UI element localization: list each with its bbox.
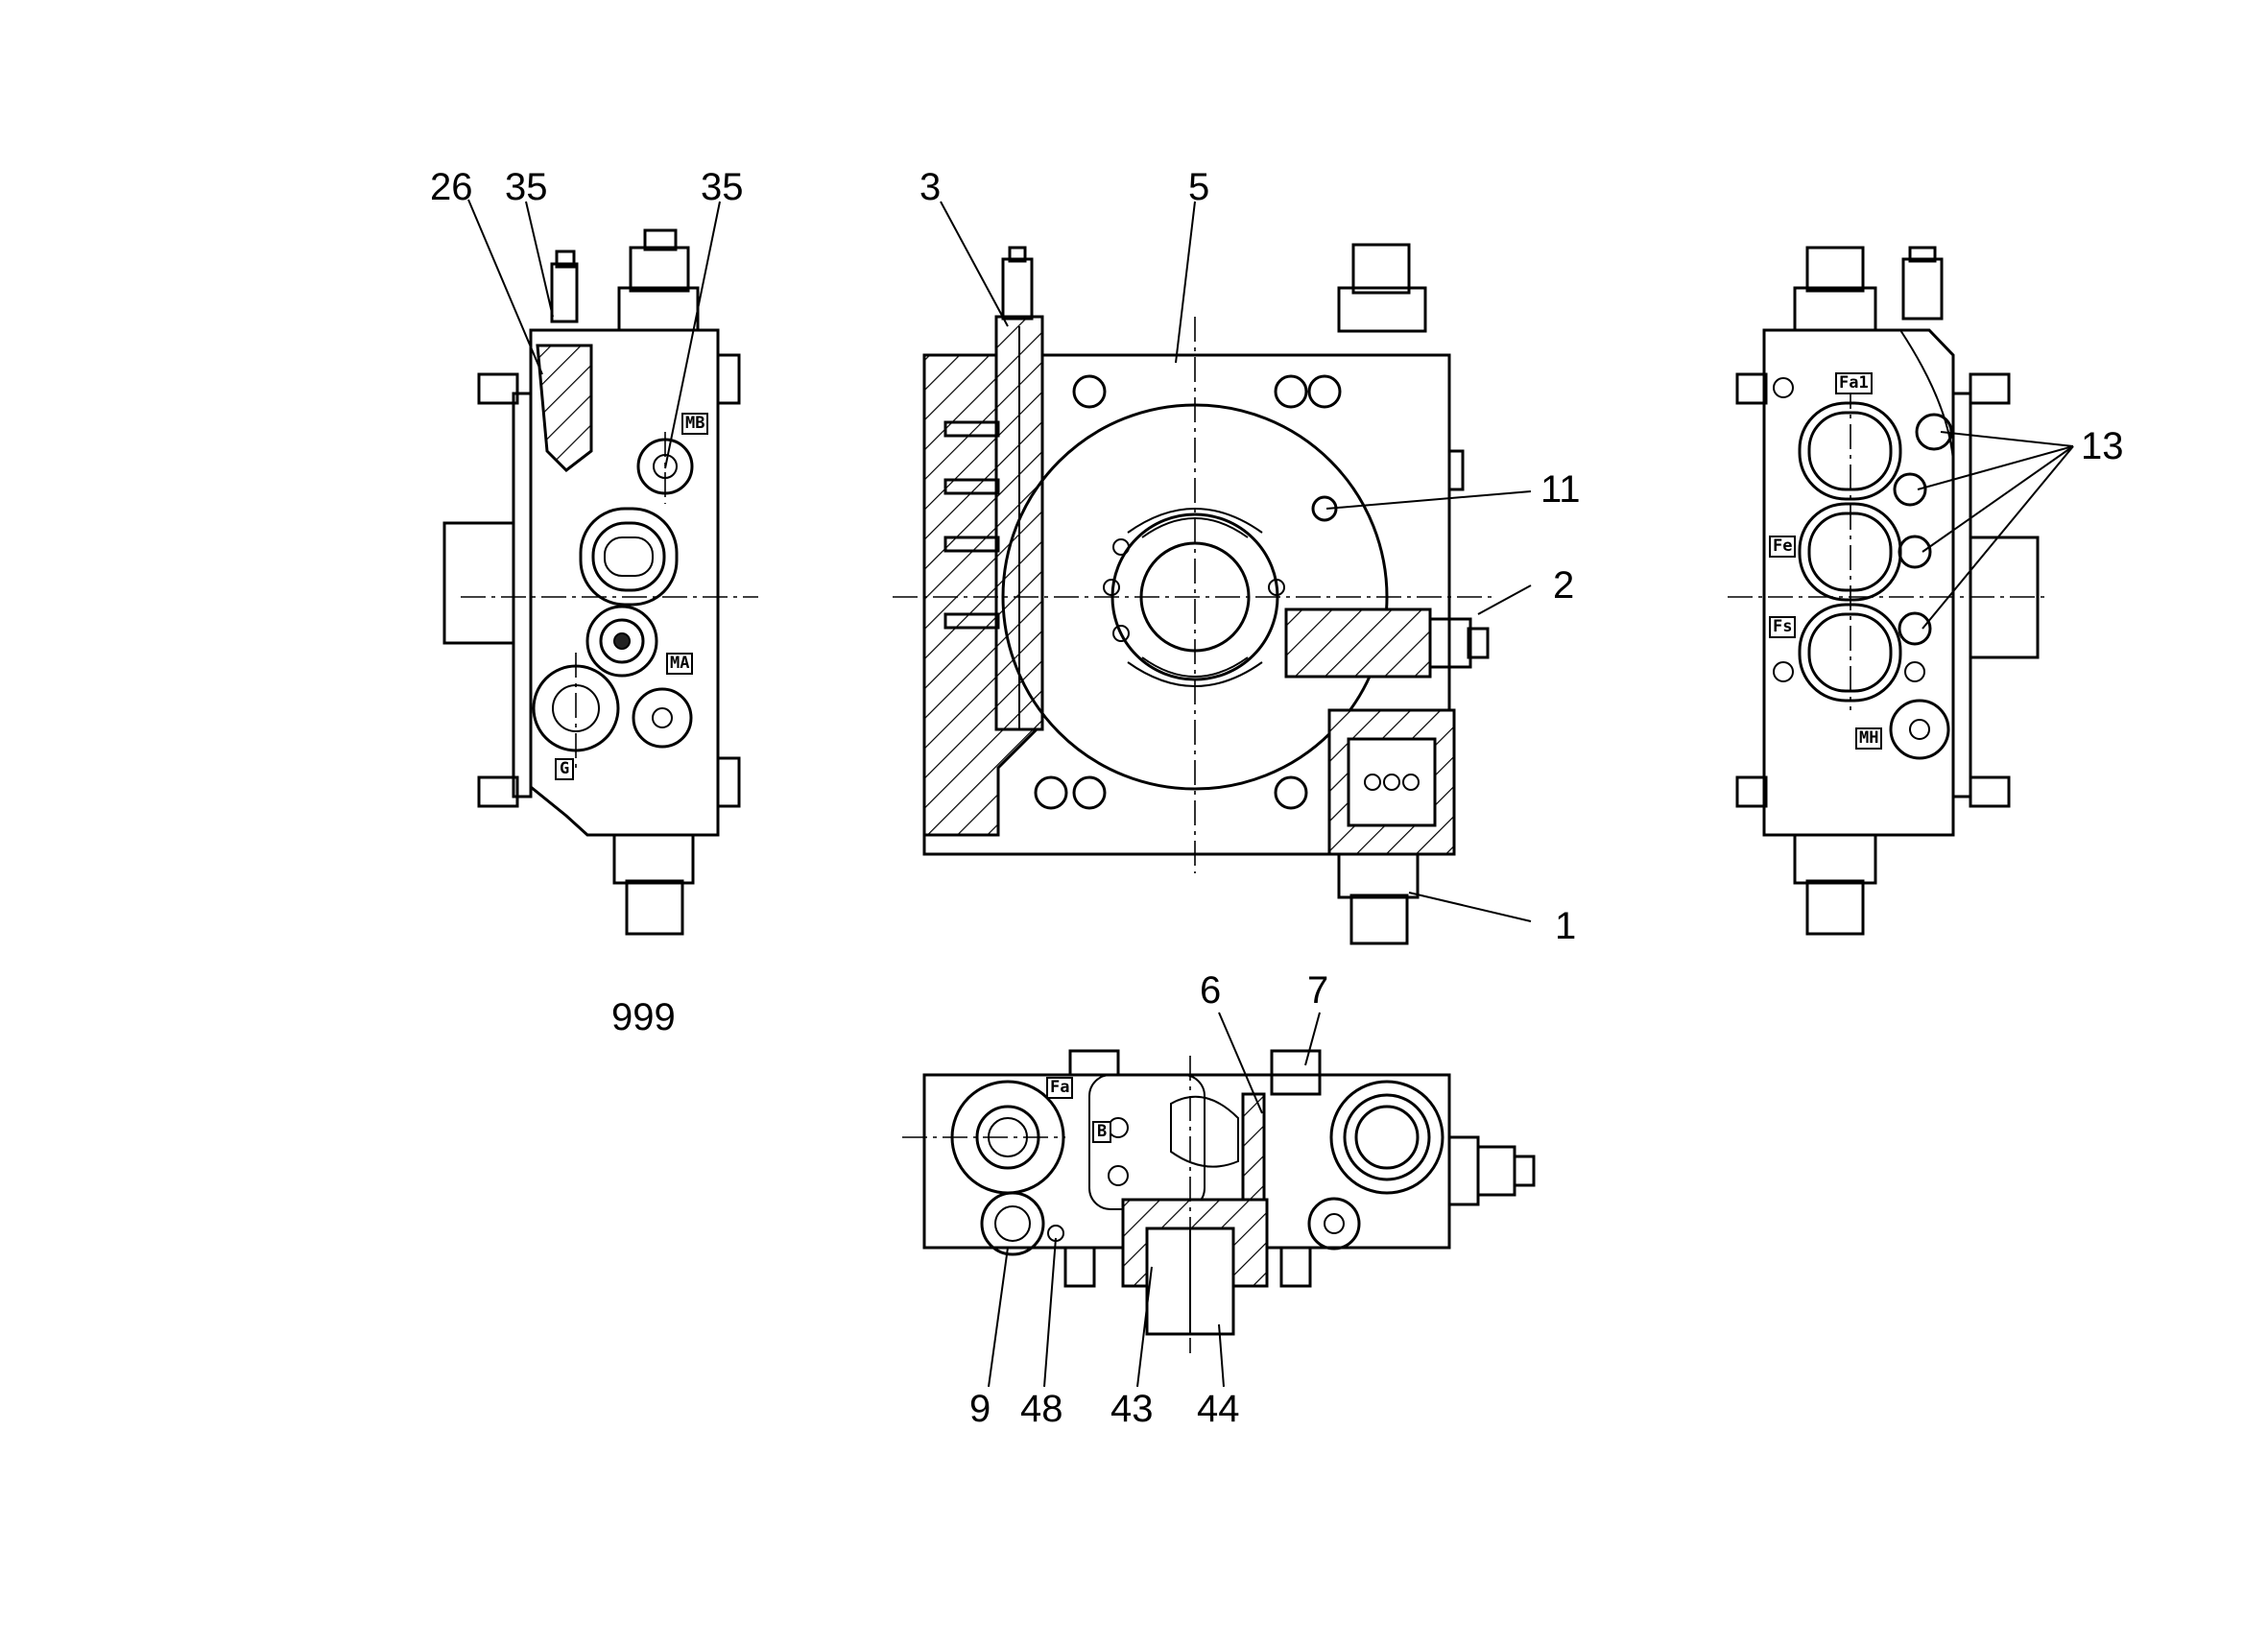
- callout-5: 5: [1188, 166, 1210, 208]
- front-section-view: [893, 243, 1497, 945]
- view-label-999: 999: [611, 996, 676, 1038]
- bottom-view: [902, 1049, 1536, 1353]
- port-fa-label: Fa: [1046, 1077, 1074, 1099]
- port-fs-label: Fs: [1769, 616, 1797, 638]
- callout-3: 3: [919, 166, 942, 208]
- callout-48: 48: [1020, 1388, 1063, 1430]
- port-fe-label: Fe: [1769, 536, 1797, 558]
- callout-43: 43: [1110, 1388, 1154, 1430]
- callout-35-left: 35: [505, 166, 548, 208]
- port-b-label: B: [1092, 1121, 1112, 1143]
- leader-lines: [467, 199, 2074, 1388]
- callout-7: 7: [1307, 969, 1329, 1012]
- port-mh-label: MH: [1855, 727, 1883, 750]
- port-ma-label: MA: [666, 653, 694, 675]
- callout-6: 6: [1200, 969, 1222, 1012]
- callout-9: 9: [969, 1388, 991, 1430]
- callout-44: 44: [1197, 1388, 1240, 1430]
- callout-26: 26: [430, 166, 473, 208]
- callout-2: 2: [1553, 564, 1575, 607]
- left-side-view: [442, 228, 758, 936]
- port-g-label: G: [555, 758, 575, 780]
- callout-11: 11: [1540, 468, 1581, 511]
- port-mb-label: MB: [681, 413, 709, 435]
- right-side-view: [1728, 246, 2044, 936]
- port-fa1-label: Fa1: [1835, 372, 1873, 394]
- callout-13: 13: [2081, 425, 2124, 467]
- callout-1: 1: [1555, 905, 1577, 947]
- callout-35-right: 35: [701, 166, 744, 208]
